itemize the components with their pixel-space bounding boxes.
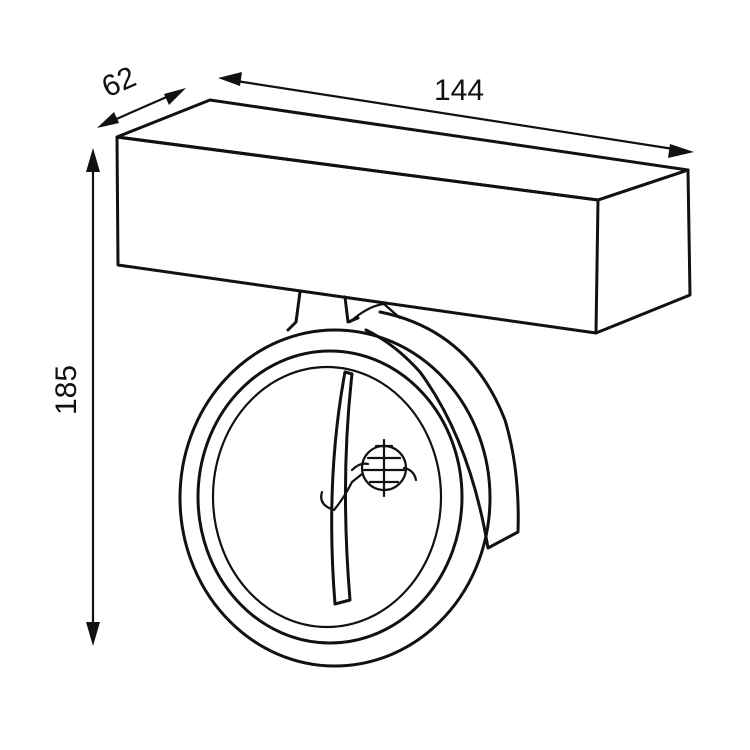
width-arrow-end — [668, 144, 694, 158]
dimension-depth: 62 — [97, 60, 186, 128]
swivel-joint — [286, 290, 402, 332]
lamp-middle-ring — [196, 349, 464, 645]
reflector-blade — [330, 370, 354, 606]
width-label: 144 — [434, 74, 484, 107]
width-dimension-line — [229, 78, 681, 152]
yoke-bracket — [364, 310, 520, 550]
box-front-face — [115, 135, 600, 335]
box-end-face — [594, 168, 692, 335]
height-label: 185 — [50, 365, 83, 415]
height-arrow-top — [86, 148, 100, 172]
lamp-inner-ring — [211, 365, 443, 629]
bulb-socket — [320, 438, 418, 512]
dimension-height: 185 — [50, 148, 100, 646]
height-arrow-bottom — [86, 622, 100, 646]
width-arrow-start — [218, 72, 242, 86]
lamp-outer-ring — [178, 328, 492, 668]
depth-arrow-end — [164, 88, 186, 105]
track-adapter-box — [115, 98, 692, 335]
socket-stem — [320, 472, 364, 512]
socket-detail — [362, 438, 406, 498]
depth-label: 62 — [97, 60, 141, 104]
socket-clip — [350, 462, 418, 482]
lamp-head — [178, 328, 492, 668]
box-top-face — [115, 98, 690, 202]
joint-collar — [348, 302, 402, 324]
dimension-width: 144 — [218, 72, 694, 158]
depth-arrow-start — [97, 112, 119, 128]
